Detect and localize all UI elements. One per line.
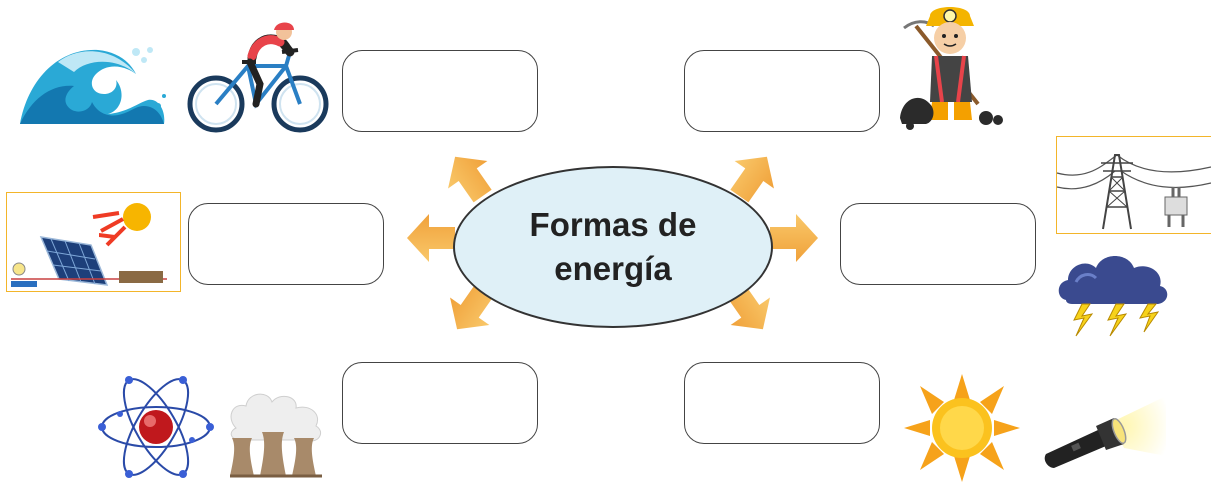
sun-picture [904, 374, 1020, 482]
arrow-up-left [448, 156, 492, 203]
center-title: Formas de energía [529, 206, 697, 287]
answer-box-mid-left[interactable] [188, 203, 384, 285]
answer-box-top-right[interactable] [684, 50, 880, 132]
arrow-down-left [450, 283, 494, 330]
cooling-towers-picture [230, 393, 322, 478]
flashlight-picture [1044, 396, 1166, 468]
cyclist-picture [187, 22, 329, 133]
center-concept: Formas de energía [453, 166, 773, 328]
atom-picture [98, 376, 214, 478]
power-lines-icon [1056, 154, 1211, 230]
power-lines-picture [1056, 136, 1211, 234]
arrow-left [407, 214, 455, 262]
wave-picture [20, 47, 166, 124]
storm-cloud-picture [1058, 256, 1168, 337]
answer-box-mid-right[interactable] [840, 203, 1036, 285]
answer-box-bottom-right[interactable] [684, 362, 880, 444]
answer-box-top-left[interactable] [342, 50, 538, 132]
arrow-right [770, 214, 818, 262]
arrow-up-right [730, 156, 774, 203]
solar-panel-icon [11, 203, 167, 287]
solar-panel-picture [6, 192, 181, 292]
miner-picture [900, 7, 1003, 130]
answer-box-bottom-left[interactable] [342, 362, 538, 444]
